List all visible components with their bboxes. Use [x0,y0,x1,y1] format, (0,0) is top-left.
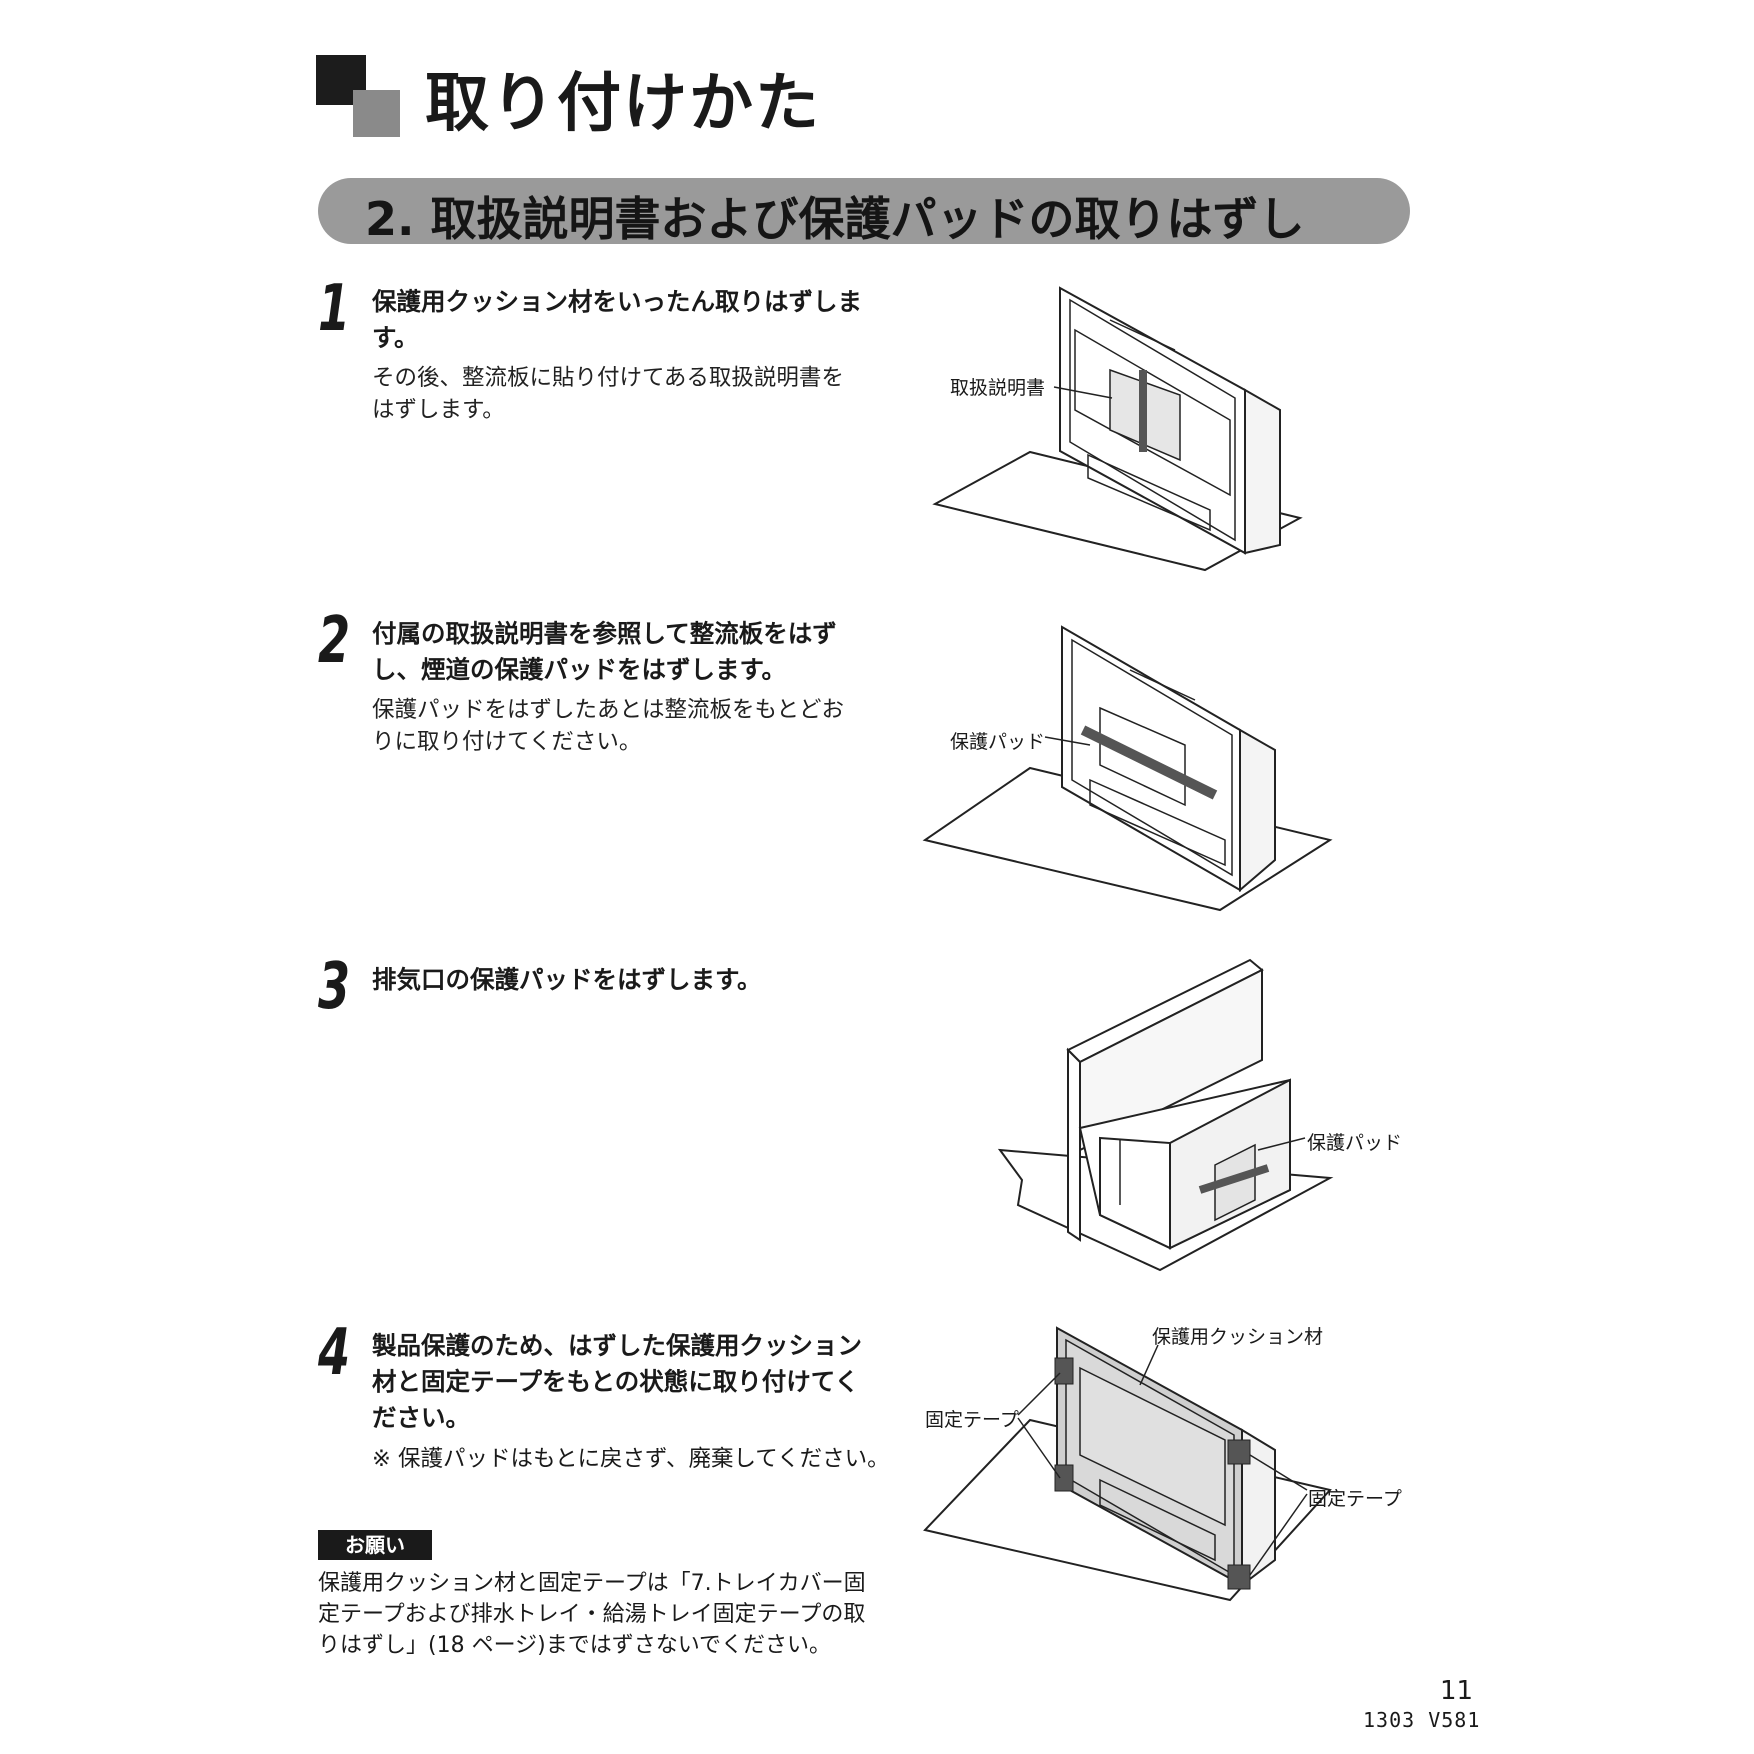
step-1-number: 1 [318,272,351,346]
step-4-note: ※ 保護パッドはもとに戻さず、廃棄してください。 [372,1446,890,1472]
step-3-number: 3 [318,950,351,1024]
step-4-number: 4 [318,1316,351,1390]
request-text: 保護用クッション材と固定テープは「7.トレイカバー固定テープおよび排水トレイ・給… [318,1571,866,1658]
page-title: 取り付けかた [425,67,821,141]
section-title: 2. 取扱説明書および保護パッドの取りはずし [365,192,1305,246]
page-number: 11 [1440,1676,1474,1706]
step-3-heading: 排気口の保護パッドをはずします。 [372,965,762,994]
request-badge: お願い [318,1530,432,1560]
figure-4-label-left: 固定テープ [925,1409,1019,1431]
step-2-body: 保護パッドをはずしたあとは整流板をもとどおりに取り付けてください。 [372,697,845,755]
figure-4-label-right: 固定テープ [1308,1488,1402,1510]
step-4-heading: 製品保護のため、はずした保護用クッション材と固定テープをもとの状態に取り付けてく… [372,1331,862,1432]
step-1-heading: 保護用クッション材をいったん取りはずします。 [372,287,862,352]
header-square-gray-icon [353,90,400,137]
figure-3-label: 保護パッド [1307,1132,1403,1154]
step-1-body: その後、整流板に貼り付けてある取扱説明書をはずします。 [372,365,844,423]
figure-4-label-top: 保護用クッション材 [1152,1326,1324,1348]
section-title-bar [318,178,1410,244]
step-2-number: 2 [318,604,351,678]
figure-2-label: 保護パッド [950,731,1046,753]
document-code: 1303 V581 [1363,1708,1481,1732]
figure-1-label: 取扱説明書 [950,377,1046,399]
step-2-heading: 付属の取扱説明書を参照して整流板をはずし、煙道の保護パッドをはずします。 [372,619,837,684]
